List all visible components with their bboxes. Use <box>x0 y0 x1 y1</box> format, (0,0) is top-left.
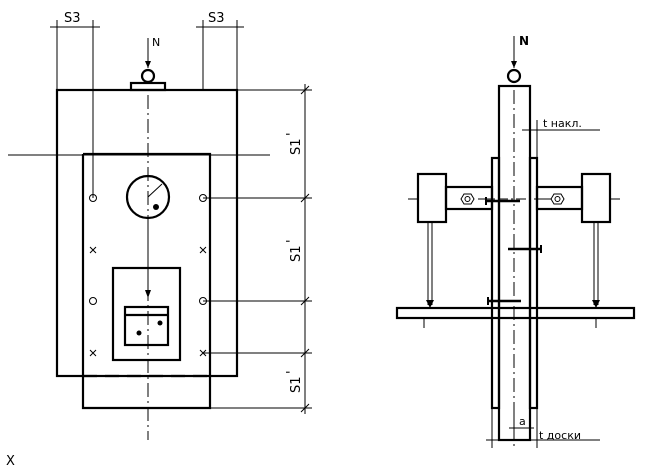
shackle-ring <box>140 68 156 84</box>
s1-label-mid: S1 <box>289 245 304 262</box>
force-label-left: N <box>152 36 160 49</box>
t-nakl-label: t накл. <box>543 117 582 130</box>
a-label: a <box>519 415 526 428</box>
s1-tick <box>300 348 310 358</box>
s1-label-bottom: S1 <box>289 376 304 393</box>
s1-label-top-group: S1 ' <box>285 132 304 155</box>
view-label-x: X <box>6 454 15 469</box>
loading-lug <box>129 81 167 92</box>
gauge-tip-left <box>426 300 434 308</box>
s1-tick <box>300 193 310 203</box>
gauge-tip <box>145 290 151 298</box>
t-doski-label: t доски <box>539 429 581 442</box>
gauge-body-right <box>580 172 612 224</box>
s1-prime-top: ' <box>285 132 300 136</box>
left-view: N S3 S3 <box>6 11 312 469</box>
nut-left <box>460 193 475 205</box>
s1-label-mid-group: S1 ' <box>285 239 304 262</box>
inner-plate-lower <box>81 376 212 410</box>
right-view: N <box>395 34 636 450</box>
sensor-block <box>123 305 170 347</box>
dial-spindle <box>153 204 159 210</box>
sensor-dot-2 <box>136 330 142 336</box>
nut-hole-right <box>554 196 561 202</box>
bracket-left <box>444 185 494 211</box>
force-label-right: N <box>519 34 529 48</box>
sensor-dot-1 <box>157 320 163 326</box>
cross-mark <box>89 246 97 254</box>
s1-prime-mid: ' <box>285 239 300 243</box>
gauge-tip-right <box>592 300 600 308</box>
s1-tick <box>300 85 310 95</box>
bolt-hole <box>89 194 97 202</box>
s3-label-right: S3 <box>208 11 225 26</box>
nut-hole-left <box>464 196 471 202</box>
s1-label-top: S1 <box>289 138 304 155</box>
nails <box>485 197 542 305</box>
cross-mark <box>89 349 97 357</box>
shackle-ring-right <box>506 68 522 84</box>
bracket-right <box>535 185 584 211</box>
inner-plate-edge <box>83 152 212 376</box>
cover-plate-left <box>490 156 501 410</box>
cover-plate-right <box>528 156 539 410</box>
cross-mark <box>199 246 207 254</box>
gauge-body-left <box>416 172 448 224</box>
s1-tick <box>300 403 310 413</box>
dial-needle <box>147 183 163 198</box>
s1-prime-bottom: ' <box>285 370 300 374</box>
s1-label-bottom-group: S1 ' <box>285 370 304 393</box>
board <box>395 306 636 320</box>
s3-label-left: S3 <box>64 11 81 26</box>
s1-tick <box>300 296 310 306</box>
sensor-housing <box>111 266 182 362</box>
nut-right <box>550 193 565 205</box>
bolt-hole <box>89 297 97 305</box>
